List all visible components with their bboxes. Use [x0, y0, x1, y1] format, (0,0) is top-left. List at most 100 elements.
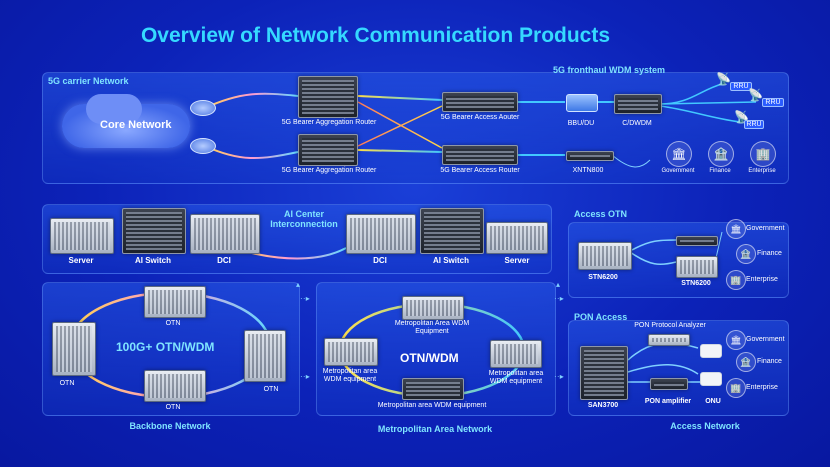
pon-enterprise-label: Enterprise: [746, 384, 778, 391]
otn-government-label: Government: [746, 225, 785, 232]
cdwdm-device: [614, 94, 662, 114]
finance-bank-icon: 🏦: [736, 244, 756, 264]
access-router-2-label: 5G Bearer Access Router: [440, 167, 520, 174]
stn6200-device-2: [676, 236, 718, 246]
government-building-icon: 🏛: [726, 330, 746, 350]
rru-1-label: RRU: [730, 82, 752, 91]
aggregation-router-1-label: 5G Bearer Aggregation Router: [281, 119, 377, 126]
metro-device-right: [490, 340, 542, 368]
otn-device-top: [144, 286, 206, 318]
access-otn-title: Access OTN: [574, 209, 628, 219]
bbu-router-icon: [566, 94, 598, 112]
otn-device-left: [52, 322, 96, 376]
pon-government-label: Government: [746, 336, 785, 343]
enterprise-office-icon: 🏢: [726, 270, 746, 290]
otn-bottom-label: OTN: [165, 404, 181, 411]
enterprise-office-icon: 🏢: [726, 378, 746, 398]
aggregation-router-2: [298, 134, 358, 166]
finance-bank-icon: 🏦: [708, 141, 734, 167]
flow-arrow: · · ▸: [300, 372, 310, 381]
pon-amplifier-device: [650, 378, 688, 390]
metro-left-label: Metropolitan area WDM equipment: [322, 368, 378, 383]
rru-3-label: RRU: [744, 120, 764, 129]
carrier-finance-label: Finance: [709, 168, 731, 174]
metro-right-label: Metropolitan area WDM equipment: [488, 370, 544, 385]
san3700-device: [580, 346, 628, 400]
stn6200-device-1: [578, 242, 632, 270]
stn6200-1-label: STN6200: [588, 274, 618, 281]
router-icon: [190, 100, 216, 116]
server-2-label: Server: [504, 256, 530, 265]
wifi-router-icon: [700, 344, 722, 358]
cdwdm-label: C/DWDM: [622, 120, 652, 127]
otn-enterprise-label: Enterprise: [746, 276, 778, 283]
access-router-1: [442, 92, 518, 112]
router-icon: [190, 138, 216, 154]
dci-2-label: DCI: [373, 256, 387, 265]
flow-arrow: ▴: [296, 280, 300, 289]
otn-finance-label: Finance: [757, 250, 782, 257]
stn6200-2-label: STN6200: [681, 280, 711, 287]
server-rack-2: [486, 222, 548, 254]
enterprise-office-icon: 🏢: [750, 141, 776, 167]
carrier-network-title: 5G carrier Network: [48, 76, 129, 86]
pon-analyzer-device: [648, 334, 690, 346]
access-router-2: [442, 145, 518, 165]
dci-device-1: [190, 214, 260, 254]
flow-arrow: · · ▸: [554, 294, 564, 303]
ai-switch-2-label: AI Switch: [432, 256, 469, 265]
metro-top-label: Metropolitan Area WDM Equipment: [394, 320, 470, 335]
access-footer: Access Network: [670, 421, 740, 431]
access-router-1-label: 5G Bearer Access Aouter: [440, 114, 520, 121]
otn-top-label: OTN: [165, 320, 181, 327]
rru-2-label: RRU: [762, 98, 784, 107]
otn-left-label: OTN: [59, 380, 75, 387]
server-rack-1: [50, 218, 114, 254]
page-title: Overview of Network Communication Produc…: [140, 24, 611, 47]
ai-switch-rack-2: [420, 208, 484, 254]
xntn800-label: XNTN800: [572, 167, 604, 174]
server-1-label: Server: [68, 256, 94, 265]
pon-finance-label: Finance: [757, 358, 782, 365]
ai-center-title: AI Center Interconnection: [270, 209, 338, 229]
flow-arrow: · · ▸: [554, 372, 564, 381]
pon-amplifier-label: PON amplifier: [644, 398, 692, 405]
ai-switch-1-label: AI Switch: [134, 256, 171, 265]
antenna-icon: 📡: [716, 72, 731, 86]
pon-access-title: PON Access: [574, 312, 628, 322]
backbone-footer: Backbone Network: [129, 421, 211, 431]
finance-bank-icon: 🏦: [736, 352, 756, 372]
san3700-label: SAN3700: [587, 402, 619, 409]
dci-device-2: [346, 214, 416, 254]
stn6200-device-3: [676, 256, 718, 278]
backbone-center-label: 100G+ OTN/WDM: [116, 340, 215, 354]
ai-switch-rack-1: [122, 208, 186, 254]
cloud-icon: [86, 94, 142, 124]
metro-device-top: [402, 296, 464, 320]
metro-footer: Metropolitan Area Network: [377, 424, 493, 434]
otn-device-bottom: [144, 370, 206, 402]
metro-device-left: [324, 338, 378, 366]
onu-label: ONU: [705, 398, 721, 405]
dci-1-label: DCI: [217, 256, 231, 265]
otn-right-label: OTN: [263, 386, 279, 393]
government-building-icon: 🏛: [726, 219, 746, 239]
aggregation-router-2-label: 5G Bearer Aggregation Router: [281, 167, 377, 174]
fronthaul-title: 5G fronthaul WDM system: [553, 65, 666, 75]
flow-arrow: ▴: [556, 280, 560, 289]
metro-center-label: OTN/WDM: [400, 351, 459, 365]
xntn800-device: [566, 151, 614, 161]
metro-bottom-label: Metropolitan area WDM equipment: [377, 402, 487, 409]
flow-arrow: · · ▸: [300, 294, 310, 303]
metro-device-bottom: [402, 378, 464, 400]
government-building-icon: 🏛: [666, 141, 692, 167]
core-network-label: Core Network: [100, 119, 172, 131]
bbu-label: BBU/DU: [567, 120, 595, 127]
antenna-icon: 📡: [748, 88, 763, 102]
wifi-router-icon: [700, 372, 722, 386]
carrier-enterprise-label: Enterprise: [748, 168, 776, 174]
carrier-government-label: Government: [661, 168, 695, 174]
otn-device-right: [244, 330, 286, 382]
aggregation-router-1: [298, 76, 358, 118]
pon-analyzer-label: PON Protocol Analyzer: [634, 322, 706, 329]
